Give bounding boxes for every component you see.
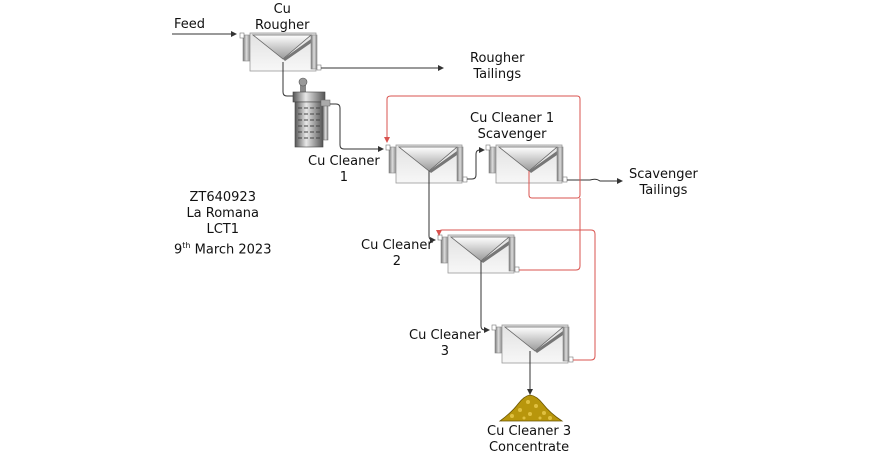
cleaner3-tail-recycle [436, 229, 596, 361]
cleaner1-tail-to-scavenger-stream [467, 147, 485, 180]
regrind-to-cleaner1-stream [330, 103, 384, 152]
test-date: 9th March 2023 [174, 241, 272, 258]
test-info-block: ZT640923 La Romana LCT1 9th March 2023 [174, 190, 271, 258]
scavenger-tailings-stream [567, 178, 623, 184]
sample-id: ZT640923 [189, 190, 256, 205]
cleaner1-conc-stream [428, 171, 436, 243]
concentrate-pile-icon [498, 394, 564, 422]
rougher-cell [239, 32, 322, 72]
regrind-mill [292, 77, 331, 148]
cleaner2-cell [437, 234, 520, 274]
cleaner2-conc-stream [480, 261, 490, 333]
cleaner3-cell [491, 324, 574, 364]
site-name: La Romana [186, 206, 260, 221]
scavenger-cell [485, 144, 568, 184]
rougher-conc-stream [282, 62, 301, 99]
cleaner2-tail-recycle [519, 198, 581, 271]
test-name: LCT1 [206, 222, 240, 237]
scavenger-conc-recycle [384, 95, 581, 199]
feed-label: Feed [174, 17, 206, 32]
cleaner1-cell [385, 144, 468, 184]
